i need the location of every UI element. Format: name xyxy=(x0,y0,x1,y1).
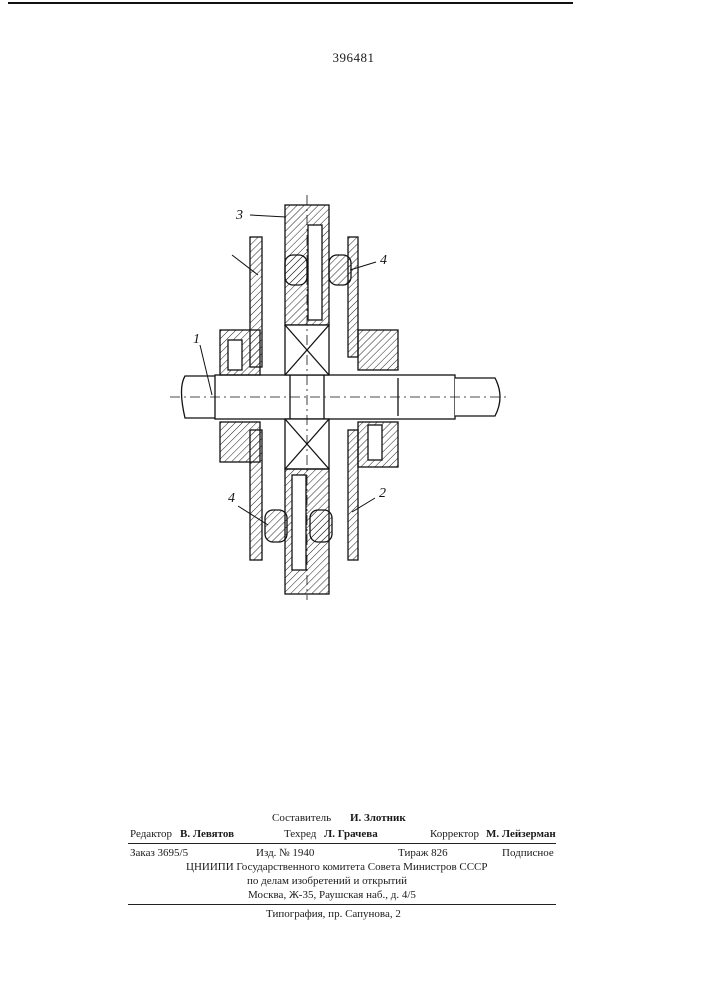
composer-label: Составитель xyxy=(272,812,331,824)
edition-number: Изд. № 1940 xyxy=(256,847,314,859)
techred-name: Л. Грачева xyxy=(324,828,378,840)
imprint-rule-top xyxy=(128,843,556,844)
corrector-name: М. Лейзерман xyxy=(486,828,556,840)
corrector-label: Корректор xyxy=(430,828,479,840)
org-line-1: ЦНИИПИ Государственного комитета Совета … xyxy=(186,861,488,873)
org-line-2: по делам изобретений и открытий xyxy=(247,875,407,887)
editor-name: В. Левятов xyxy=(180,828,234,840)
order-number: Заказ 3695/5 xyxy=(130,847,188,859)
printer-line: Типография, пр. Сапунова, 2 xyxy=(266,908,401,920)
composer-name: И. Злотник xyxy=(350,812,406,824)
techred-label: Техред xyxy=(284,828,316,840)
editor-label: Редактор xyxy=(130,828,172,840)
subscription-note: Подписное xyxy=(502,847,554,859)
print-run: Тираж 826 xyxy=(398,847,448,859)
imprint-rule-bottom xyxy=(128,904,556,905)
org-address: Москва, Ж-35, Раушская наб., д. 4/5 xyxy=(248,889,416,901)
